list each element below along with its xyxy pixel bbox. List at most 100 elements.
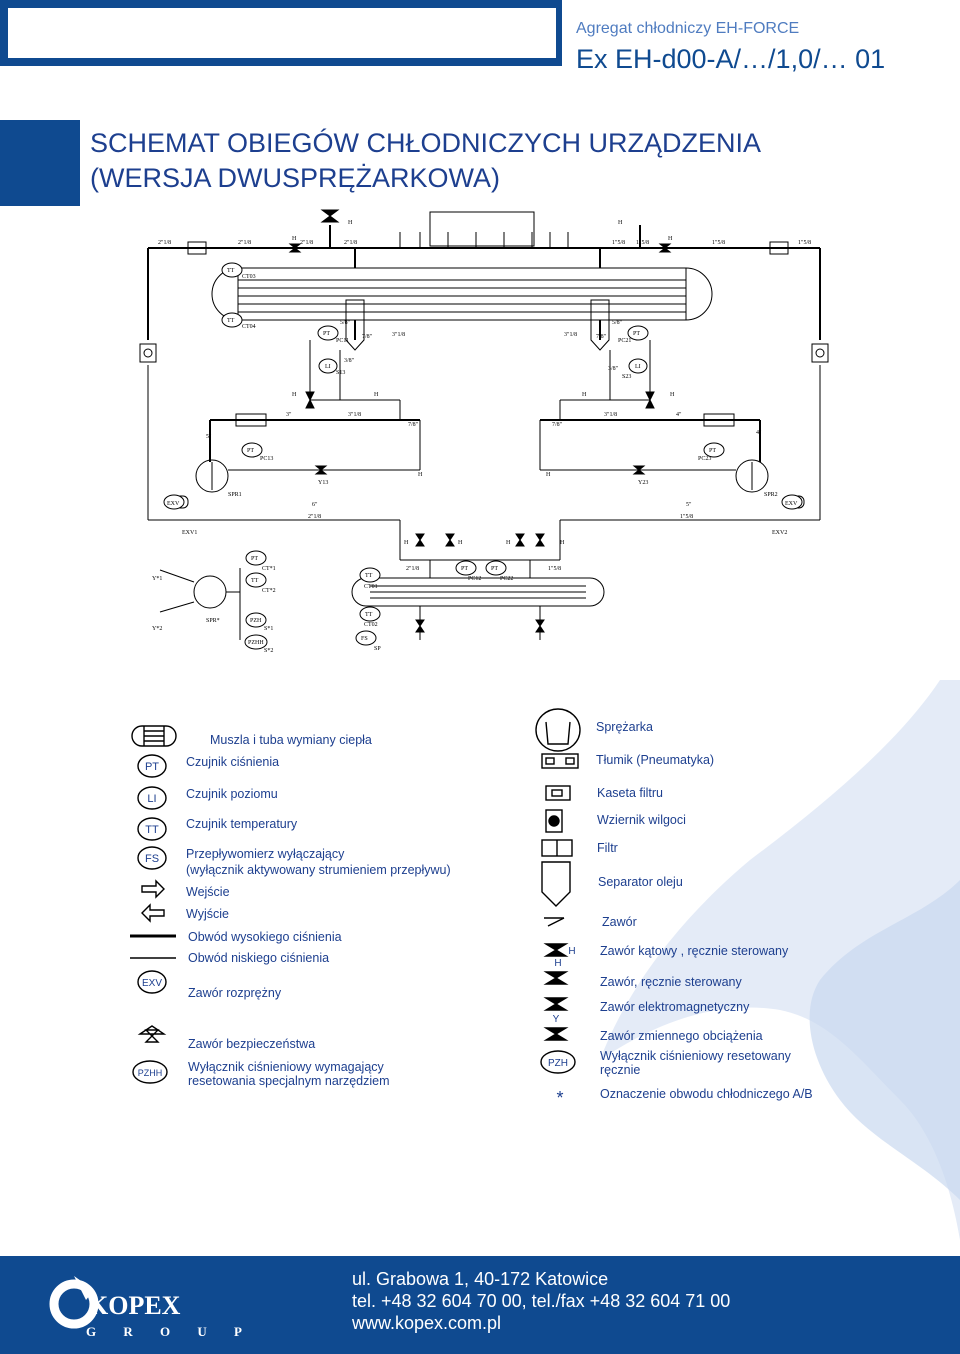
label-yt1: Y*1 [152, 576, 162, 582]
label-s78: 7/8" [552, 422, 563, 428]
label-s58: 5/8" [340, 320, 351, 326]
legend-text: Zawór bezpieczeństwa [188, 1037, 315, 1051]
label-pc22: PC22 [500, 576, 513, 582]
label-ct01: CT01 [364, 584, 378, 590]
label-s318: 3"1/8 [604, 412, 617, 418]
label-st2: S*2 [264, 648, 273, 654]
kopex-logo-mark: KOPEX G R O U P [49, 1276, 246, 1339]
legend-icon-label: Y [553, 1014, 560, 1025]
label-s5: 5" [686, 502, 692, 508]
label-sprt: SPR* [206, 618, 220, 624]
legend-icon-label: EXV [142, 978, 162, 989]
legend-text: Wziernik wilgoci [597, 813, 686, 827]
legend-text: Muszla i tuba wymiany ciepła [210, 733, 372, 747]
legend-text: Tłumik (Pneumatyka) [596, 753, 714, 767]
header-bar [0, 0, 562, 66]
legend-icon-label: PZHH [138, 1068, 163, 1078]
kopex-logo: KOPEX G R O U P [46, 1270, 246, 1340]
pipe-label: 2"1/8 [238, 240, 251, 246]
label-li: LI [635, 364, 641, 370]
label-pt: PT [323, 331, 330, 337]
legend-icon-label: H [554, 958, 561, 969]
label-pt: PT [461, 566, 468, 572]
label-tt: TT [227, 268, 235, 274]
website-link[interactable]: www.kopex.com.pl [352, 1313, 502, 1333]
label-p158: 1"5/8 [680, 514, 693, 520]
label-exv1: EXV1 [182, 530, 197, 536]
label-pc13: PC13 [260, 456, 273, 462]
label-s318: 3"1/8 [564, 332, 577, 338]
label-s38: 3/8" [608, 366, 619, 372]
legend-text: Obwód wysokiego ciśnienia [188, 930, 342, 944]
label-s4: 4" [676, 412, 682, 418]
label-h: H [506, 540, 511, 546]
label-ctt2: CT*2 [262, 588, 276, 594]
legend-text: Wyłącznik ciśnieniowy resetowany [600, 1049, 792, 1063]
label-pt: PT [491, 566, 498, 572]
legend-text: Zawór zmiennego obciążenia [600, 1029, 763, 1043]
header-subtitle: Agregat chłodniczy EH-FORCE [576, 20, 800, 37]
legend-text: Separator oleju [598, 875, 683, 889]
label-s58: 5/8" [612, 320, 623, 326]
asterisk-icon: * [556, 1088, 563, 1108]
legend-icon-label: PT [145, 761, 159, 773]
logo-sub-text: G R O U P [86, 1324, 246, 1339]
label-exv: EXV [167, 501, 180, 507]
label-h: H [668, 236, 673, 242]
legend-text: Obwód niskiego ciśnienia [188, 951, 329, 965]
label-spr1: SPR1 [228, 492, 242, 498]
label-s3: 3" [286, 412, 292, 418]
label-s23: S23 [622, 374, 631, 380]
pipe-label: 2"1/8 [300, 240, 313, 246]
legend-text: Czujnik temperatury [186, 817, 298, 831]
legend-text: Wyłącznik ciśnieniowy wymagający [188, 1060, 385, 1074]
pipe-label: 1"5/8 [798, 240, 811, 246]
legend-text: Sprężarka [596, 720, 653, 734]
decorative-wave [600, 680, 960, 1240]
label-h: H [582, 392, 587, 398]
legend-icon-label: PZH [548, 1058, 568, 1069]
label-ctt1: CT*1 [262, 566, 276, 572]
legend-text: Kaseta filtru [597, 786, 663, 800]
legend-icon-label: TT [145, 824, 159, 836]
label-st1: S*1 [264, 626, 273, 632]
address: ul. Grabowa 1, 40-172 Katowice [352, 1269, 609, 1289]
label-h: H [374, 392, 379, 398]
label-s4: 4" [756, 430, 762, 436]
label-h: H [618, 220, 623, 226]
legend-text: (wyłącznik aktywowany strumieniem przepł… [186, 863, 451, 877]
legend-text: Zawór kątowy , ręcznie sterowany [600, 944, 789, 958]
label-pt: PT [709, 448, 716, 454]
legend-text: Oznaczenie obwodu chłodniczego A/B [600, 1087, 813, 1101]
legend-text: Zawór elektromagnetyczny [600, 1000, 750, 1014]
header-inner [8, 8, 556, 58]
footer [0, 1256, 960, 1354]
label-pt: PT [247, 448, 254, 454]
title-line-1: SCHEMAT OBIEGÓW CHŁODNICZYCH URZĄDZENIA [90, 128, 762, 158]
logo-main-text: KOPEX [88, 1291, 181, 1320]
label-s78: 7/8" [362, 334, 373, 340]
label-tt: TT [251, 578, 259, 584]
legend-text: Czujnik poziomu [186, 787, 278, 801]
label-pc21: PC21 [618, 338, 631, 344]
label-pc23: PC23 [698, 456, 711, 462]
legend-text: Czujnik ciśnienia [186, 755, 279, 769]
legend-text: ręcznie [600, 1063, 640, 1077]
label-p218: 2"1/8 [406, 566, 419, 572]
label-h: H [560, 540, 565, 546]
label-yt2: Y*2 [152, 626, 162, 632]
label-s78: 7/8" [596, 334, 607, 340]
label-h: H [292, 392, 297, 398]
label-ct03: CT03 [242, 274, 256, 280]
label-s78: 7/8" [408, 422, 419, 428]
label-pt: PT [251, 556, 258, 562]
label-pzh: PZH [250, 618, 262, 624]
label-s318: 3"1/8 [392, 332, 405, 338]
label-tt: TT [365, 573, 373, 579]
label-p218: 2"1/8 [308, 514, 321, 520]
label-s5: 5" [206, 434, 212, 440]
pipe-label: 2"1/8 [158, 240, 171, 246]
phone: tel. +48 32 604 70 00, tel./fax +48 32 6… [352, 1291, 731, 1311]
